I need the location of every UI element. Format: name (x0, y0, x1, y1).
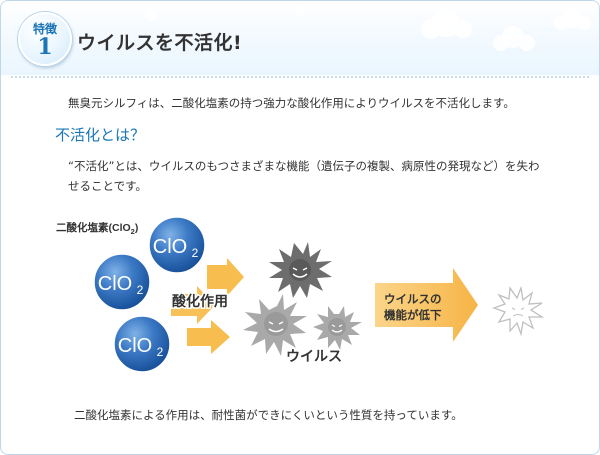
badge-number: 1 (37, 34, 53, 60)
virus-icon-dark (269, 242, 332, 298)
svg-text:機能が低下: 機能が低下 (384, 308, 442, 322)
virus-icon-light-right (313, 306, 362, 350)
svg-text:ClO: ClO (153, 236, 187, 258)
clo2-molecule-2: ClO 2 (93, 253, 151, 311)
oxidation-arrow-top (207, 258, 244, 296)
feature-header: 特徴 1 ウイルスを不活化! (1, 1, 599, 75)
svg-text:2: 2 (192, 246, 199, 260)
oxidation-label: 酸化作用 (172, 293, 228, 309)
inactivated-virus-icon (492, 285, 545, 337)
svg-text:ClO: ClO (118, 335, 152, 357)
badge-label: 特徴 (32, 22, 57, 36)
clo2-molecule-3: ClO 2 (113, 315, 171, 373)
clo2-molecule-1: ClO 2 (148, 216, 206, 274)
footer-text: 二酸化塩素による作用は、耐性菌ができにくいという性質を持っています。 (74, 408, 463, 422)
definition-text: “不活化”とは、ウイルスのもつさまざまな機能（遺伝子の複製、病原性の発現など）を… (68, 159, 540, 193)
virus-icon-light-left (243, 294, 307, 356)
inactivation-diagram: 二酸化塩素(ClO2) ClO 2 ClO 2 ClO 2 酸化作用 (56, 216, 545, 373)
svg-text:2: 2 (157, 345, 164, 359)
oxidation-arrow-bottom (187, 320, 230, 354)
intro-text: 無臭元シルフィは、二酸化塩素の持つ強力な酸化作用によりウイルスを不活化します。 (68, 96, 515, 110)
dotted-divider (11, 76, 589, 78)
substance-label: 二酸化塩素(ClO2) (56, 221, 138, 236)
oxidation-arrow-middle (171, 286, 215, 324)
cloud-decoration (145, 6, 591, 51)
page-title: ウイルスを不活化! (77, 32, 243, 54)
svg-text:2: 2 (137, 283, 144, 297)
section-heading: 不活化とは？ (55, 126, 146, 144)
svg-text:ウイルスの: ウイルスの (384, 293, 442, 306)
feature-number-badge: 特徴 1 (18, 12, 72, 66)
virus-label: ウイルス (286, 348, 342, 364)
result-arrow: ウイルスの 機能が低下 (375, 268, 478, 342)
svg-text:ClO: ClO (98, 273, 132, 295)
